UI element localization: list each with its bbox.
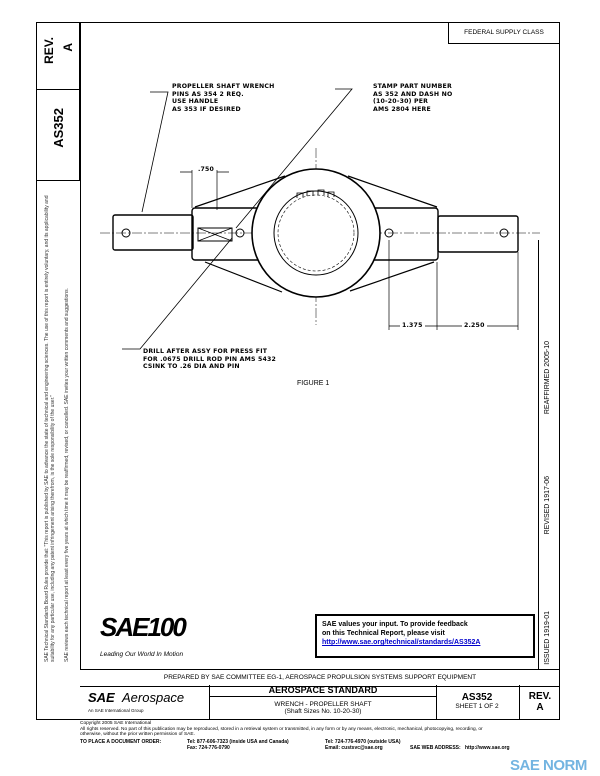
drawing-frame xyxy=(36,22,560,720)
note-line: USE HANDLE xyxy=(172,98,219,105)
footer-legal: Copyright 2005 SAE International All rig… xyxy=(80,721,560,738)
doc-number-title: AS352 xyxy=(461,692,493,703)
leader-lines xyxy=(122,88,353,350)
note-line: AS 353 IF DESIRED xyxy=(172,105,241,113)
tel-outside: Tel: 724-776-4970 (outside USA) xyxy=(325,738,401,745)
federal-supply-class: FEDERAL SUPPLY CLASS xyxy=(448,22,560,44)
note-stamp-part: STAMP PART NUMBER AS 352 AND DASH NO (10… xyxy=(373,83,452,113)
dim-750: .750 xyxy=(198,166,215,174)
note-wrench-pins: PROPELLER SHAFT WRENCH PINS AS 354 2 REQ… xyxy=(172,83,275,113)
left-handle xyxy=(112,214,194,251)
dim-750-lines xyxy=(180,170,229,210)
figure-caption: FIGURE 1 xyxy=(297,380,330,387)
right-handle xyxy=(437,215,519,253)
logo-sub: An SAE International Group xyxy=(88,708,144,713)
logo-aerospace: Aerospace xyxy=(122,690,185,705)
web-address[interactable]: http://www.sae.org xyxy=(465,744,510,751)
fax: Fax: 724-776-0790 xyxy=(187,744,230,751)
hub xyxy=(251,168,381,298)
sae-aerospace-logo: SAE Aerospace An SAE International Group xyxy=(80,685,210,720)
spline-inner xyxy=(277,194,355,272)
pin-hole xyxy=(499,228,509,238)
pin-hole xyxy=(235,228,245,238)
feedback-box: SAE values your input. To provide feedba… xyxy=(315,614,535,658)
feedback-line-2: on this Technical Report, please visit xyxy=(322,630,445,637)
copyright: Copyright 2005 SAE International xyxy=(80,721,152,726)
number-cell: AS352 SHEET 1 OF 2 xyxy=(435,685,519,720)
sae100-tagline: Leading Our World In Motion xyxy=(100,651,184,658)
dim-1375: 1.375 xyxy=(400,322,425,330)
web-label: SAE WEB ADDRESS: xyxy=(410,744,461,751)
note-line: DRILL AFTER ASSY FOR PRESS FIT xyxy=(143,348,268,355)
spline-teeth xyxy=(296,189,335,198)
footer-order-row-1: TO PLACE A DOCUMENT ORDER: Tel: 877-606-… xyxy=(80,739,560,745)
prepared-by: PREPARED BY SAE COMMITTEE EG-1, AEROSPAC… xyxy=(80,669,560,687)
rights: All rights reserved. No part of this pub… xyxy=(80,726,483,732)
revised-date: REVISED 1917-06 xyxy=(544,475,551,534)
feedback-line-1: SAE values your input. To provide feedba… xyxy=(322,621,468,628)
note-drill: DRILL AFTER ASSY FOR PRESS FIT FOR .0675… xyxy=(143,348,276,371)
note-line: PROPELLER SHAFT WRENCH xyxy=(172,83,275,90)
note-line: PINS AS 354 2 REQ. xyxy=(172,90,244,98)
tel-inside: Tel: 877-606-7323 (inside USA and Canada… xyxy=(187,738,289,745)
note-line: (10-20-30) PER xyxy=(373,98,429,105)
sae100-logo: SAE100 xyxy=(100,612,187,642)
footer: Copyright 2005 SAE International All rig… xyxy=(80,721,560,751)
note-line: STAMP PART NUMBER xyxy=(373,83,452,90)
note-line: AS 352 AND DASH NO xyxy=(373,90,453,98)
doc-subtitle: (Shaft Sizes No. 10-20-30) xyxy=(284,708,362,715)
pin-hole xyxy=(121,228,131,238)
doc-title: WRENCH - PROPELLER SHAFT xyxy=(274,701,372,708)
rev-value-title: A xyxy=(536,702,544,713)
rights-2: otherwise, without the prior written per… xyxy=(80,732,195,737)
standard-type: AEROSPACE STANDARD xyxy=(210,685,436,697)
reaffirmed-date: REAFFIRMED 2005-10 xyxy=(544,340,551,414)
rev-label-title: REV. xyxy=(528,691,552,702)
pin-hole xyxy=(384,228,394,238)
issued-date: ISSUED 1919-01 xyxy=(544,611,551,665)
spline-bore xyxy=(273,190,359,276)
left-divider xyxy=(80,22,81,669)
note-line: AMS 2804 HERE xyxy=(373,105,431,113)
dim-2250: 2.250 xyxy=(462,322,487,330)
order-label: TO PLACE A DOCUMENT ORDER: xyxy=(80,738,162,745)
note-line: CSINK TO .26 DIA AND PIN xyxy=(143,363,240,370)
doc-number-box: AS352 xyxy=(36,89,80,181)
footer-order-row-2: Fax: 724-776-0790 Email: custsvc@sae.org… xyxy=(80,745,560,751)
watermark: SAE NORM xyxy=(510,757,587,774)
rev-cell: REV. A xyxy=(519,685,560,720)
note-line: FOR .0675 DRILL ROD PIN AMS 5432 xyxy=(143,355,277,363)
dim-lines xyxy=(388,240,519,330)
title-cell: AEROSPACE STANDARD WRENCH - PROPELLER SH… xyxy=(209,685,437,720)
history-strip: ISSUED 1919-01 REVISED 1917-06 REAFFIRME… xyxy=(538,240,561,669)
feedback-link[interactable]: http://www.sae.org/technical/standards/A… xyxy=(322,639,481,646)
logo-sae: SAE xyxy=(88,690,115,705)
flare-lines xyxy=(194,175,438,293)
sheet-number: SHEET 1 OF 2 xyxy=(455,703,499,710)
stamp-area xyxy=(197,227,233,242)
email: Email: custsvc@sae.org xyxy=(325,744,383,751)
